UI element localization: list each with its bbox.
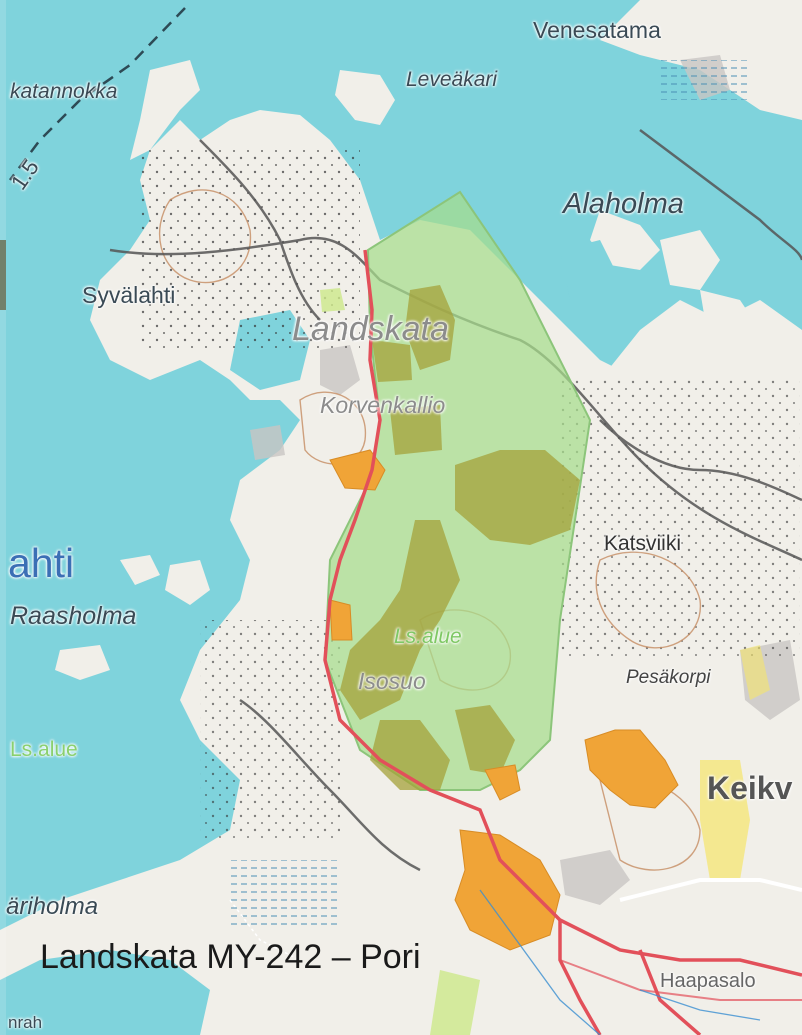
orange-areas[interactable] xyxy=(329,449,679,951)
road[interactable] xyxy=(323,249,802,1035)
marsh-area-east xyxy=(660,60,750,100)
forest-symbols xyxy=(140,150,360,350)
map-caption: Landskata MY-242 – Pori xyxy=(40,938,421,976)
land-peninsula-nw xyxy=(130,60,200,160)
road-secondary xyxy=(559,959,802,1001)
habitat-patches[interactable] xyxy=(340,285,580,790)
streams xyxy=(479,889,761,1035)
dashed-depth-line-icon xyxy=(9,7,186,181)
field-area xyxy=(700,760,750,880)
east-lake xyxy=(520,210,620,310)
minor-road xyxy=(619,878,802,902)
field-area-2 xyxy=(740,645,770,700)
fence-line xyxy=(229,899,301,961)
forest-symbols-3 xyxy=(200,620,340,840)
white-frame xyxy=(0,0,6,1035)
photo-edge xyxy=(0,240,6,310)
marsh-area xyxy=(230,860,340,930)
forest-symbols-2 xyxy=(560,380,800,660)
